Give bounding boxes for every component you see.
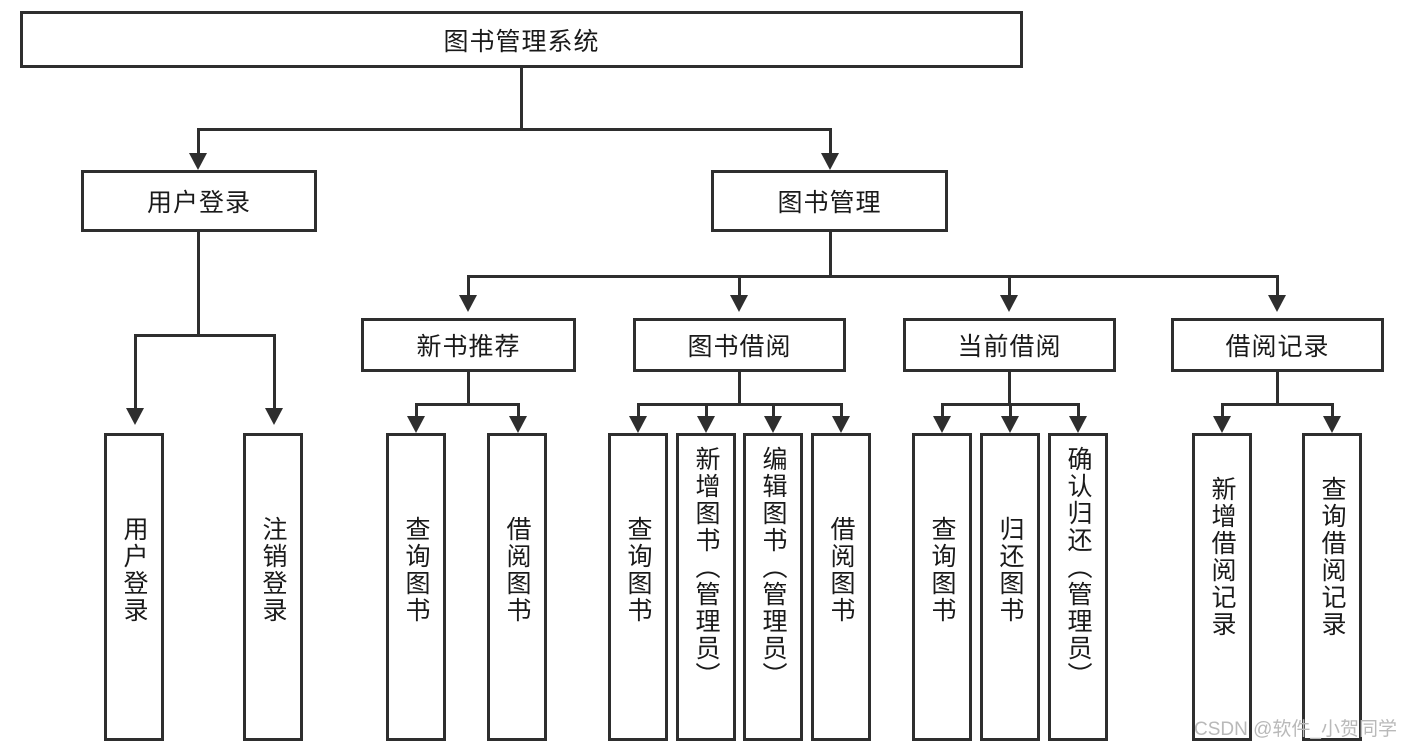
arrow-book-borrow-to-leaf-1 [629,416,647,433]
arrow-current-borrow-to-leaf-3 [1069,416,1087,433]
connector-current-borrow-to-leaf-3 [1077,403,1080,418]
connector-user-login-to-leaf-2 [273,334,276,410]
connector-root-to-user-login [197,128,200,155]
leaf-label: 查询图书 [624,516,652,624]
arrow-book-mgmt-to-new-book [459,295,477,312]
arrow-root-to-book-mgmt [821,153,839,170]
connector-root-to-book-mgmt [829,128,832,155]
connector-root-bar [197,128,832,131]
node-new-book-recommend[interactable]: 新书推荐 [361,318,576,372]
arrow-borrow-record-to-leaf-1 [1213,416,1231,433]
leaf-label: 确认归还（管理员） [1064,446,1092,689]
node-label: 当前借阅 [957,333,1062,361]
node-label: 图书管理 [777,189,882,217]
arrow-book-borrow-to-leaf-4 [832,416,850,433]
leaf-book-borrow-edit[interactable]: 编辑图书（管理员） [743,433,803,741]
arrow-user-login-to-leaf-1 [126,408,144,425]
connector-new-book-bar [415,403,520,406]
leaf-label: 新增图书（管理员） [692,446,720,689]
leaf-current-borrow-return[interactable]: 归还图书 [980,433,1040,741]
node-user-login[interactable]: 用户登录 [81,170,317,232]
arrow-borrow-record-to-leaf-2 [1323,416,1341,433]
arrow-book-mgmt-to-borrow-record [1268,295,1286,312]
connector-new-book-to-leaf-2 [517,403,520,418]
leaf-current-borrow-query[interactable]: 查询图书 [912,433,972,741]
leaf-label: 查询图书 [402,516,430,624]
leaf-new-book-query[interactable]: 查询图书 [386,433,446,741]
node-borrow-record[interactable]: 借阅记录 [1171,318,1384,372]
node-root-system[interactable]: 图书管理系统 [20,11,1023,68]
node-book-borrow[interactable]: 图书借阅 [633,318,846,372]
connector-book-borrow-to-leaf-2 [705,403,708,418]
connector-book-mgmt-to-current-borrow [1008,275,1011,297]
node-label: 借阅记录 [1225,333,1330,361]
connector-book-mgmt-to-new-book [467,275,470,297]
arrow-book-borrow-to-leaf-3 [764,416,782,433]
connector-user-login-to-leaf-1 [134,334,137,410]
arrow-current-borrow-to-leaf-2 [1001,416,1019,433]
arrow-book-mgmt-to-current-borrow [1000,295,1018,312]
node-current-borrow[interactable]: 当前借阅 [903,318,1116,372]
connector-book-mgmt-stem [829,232,832,277]
leaf-label: 查询图书 [928,516,956,624]
connector-current-borrow-to-leaf-1 [941,403,944,418]
arrow-user-login-to-leaf-2 [265,408,283,425]
connector-borrow-record-to-leaf-1 [1221,403,1224,418]
leaf-book-borrow-add[interactable]: 新增图书（管理员） [676,433,736,741]
leaf-label: 编辑图书（管理员） [759,446,787,689]
node-book-management[interactable]: 图书管理 [711,170,948,232]
leaf-borrow-record-query[interactable]: 查询借阅记录 [1302,433,1362,741]
connector-user-login-stem [197,232,200,336]
arrow-current-borrow-to-leaf-1 [933,416,951,433]
leaf-current-borrow-confirm[interactable]: 确认归还（管理员） [1048,433,1108,741]
connector-borrow-record-bar [1221,403,1334,406]
connector-book-mgmt-bar [467,275,1279,278]
csdn-watermark: CSDN @软件_小贺同学 [1194,719,1397,740]
node-label: 新书推荐 [416,333,521,361]
arrow-new-book-to-leaf-2 [509,416,527,433]
arrow-new-book-to-leaf-1 [407,416,425,433]
leaf-user-login-login[interactable]: 用户登录 [104,433,164,741]
connector-book-borrow-to-leaf-3 [772,403,775,418]
connector-book-borrow-bar [637,403,842,406]
leaf-label: 用户登录 [120,516,148,624]
node-label: 图书借阅 [687,333,792,361]
connector-book-borrow-to-leaf-4 [840,403,843,418]
connector-new-book-to-leaf-1 [415,403,418,418]
arrow-book-mgmt-to-book-borrow [730,295,748,312]
leaf-borrow-record-add[interactable]: 新增借阅记录 [1192,433,1252,741]
leaf-label: 借阅图书 [827,516,855,624]
node-label: 用户登录 [146,189,251,217]
leaf-label: 新增借阅记录 [1208,476,1236,638]
connector-book-mgmt-to-book-borrow [738,275,741,297]
leaf-label: 注销登录 [259,516,287,624]
leaf-label: 查询借阅记录 [1318,476,1346,638]
leaf-book-borrow-borrow[interactable]: 借阅图书 [811,433,871,741]
leaf-label: 归还图书 [996,516,1024,624]
arrow-root-to-user-login [189,153,207,170]
connector-user-login-bar [134,334,276,337]
connector-current-borrow-stem [1008,372,1011,405]
leaf-book-borrow-query[interactable]: 查询图书 [608,433,668,741]
connector-borrow-record-stem [1276,372,1279,405]
node-label: 图书管理系统 [443,27,600,56]
connector-current-borrow-to-leaf-2 [1009,403,1012,418]
arrow-book-borrow-to-leaf-2 [697,416,715,433]
leaf-label: 借阅图书 [503,516,531,624]
leaf-user-login-logout[interactable]: 注销登录 [243,433,303,741]
connector-book-borrow-stem [738,372,741,405]
leaf-new-book-borrow[interactable]: 借阅图书 [487,433,547,741]
connector-borrow-record-to-leaf-2 [1331,403,1334,418]
connector-book-mgmt-to-borrow-record [1276,275,1279,297]
connector-new-book-stem [467,372,470,405]
connector-book-borrow-to-leaf-1 [637,403,640,418]
connector-root-stem [520,68,523,128]
